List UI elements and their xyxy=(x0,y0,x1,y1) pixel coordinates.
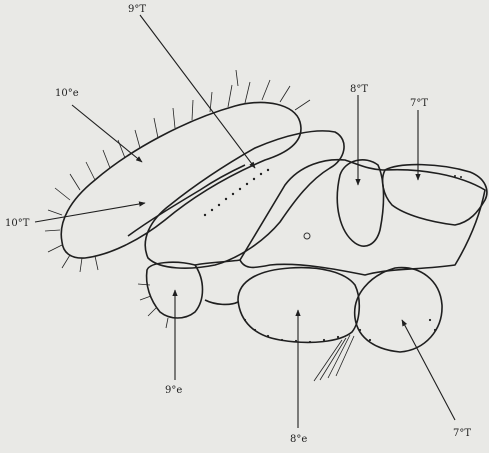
plate-7e xyxy=(355,268,442,352)
plate-9e xyxy=(138,262,203,328)
label-9T: 9°T xyxy=(128,4,146,15)
plate-8T xyxy=(337,160,383,246)
pointer-10e xyxy=(72,105,142,162)
plate-8e xyxy=(238,268,359,381)
plate-8-body xyxy=(240,160,485,275)
label-10e: 10°e xyxy=(55,88,79,99)
pointer-lines xyxy=(35,15,455,428)
label-8T: 8°T xyxy=(350,84,368,95)
setae-10e xyxy=(45,70,310,272)
plate-9T xyxy=(145,131,344,268)
suture-line xyxy=(128,165,245,236)
label-7T-top: 7°T xyxy=(410,98,428,109)
pointer-7T-bottom xyxy=(402,320,455,420)
pointer-9T xyxy=(140,15,255,168)
label-8e: 8°e xyxy=(290,434,307,445)
connector-9e-8e xyxy=(205,300,238,304)
label-10T: 10°T xyxy=(5,218,30,229)
pointer-10T xyxy=(35,203,145,222)
label-7T-bottom: 7°T xyxy=(453,428,471,439)
label-9e: 9°e xyxy=(165,385,182,396)
